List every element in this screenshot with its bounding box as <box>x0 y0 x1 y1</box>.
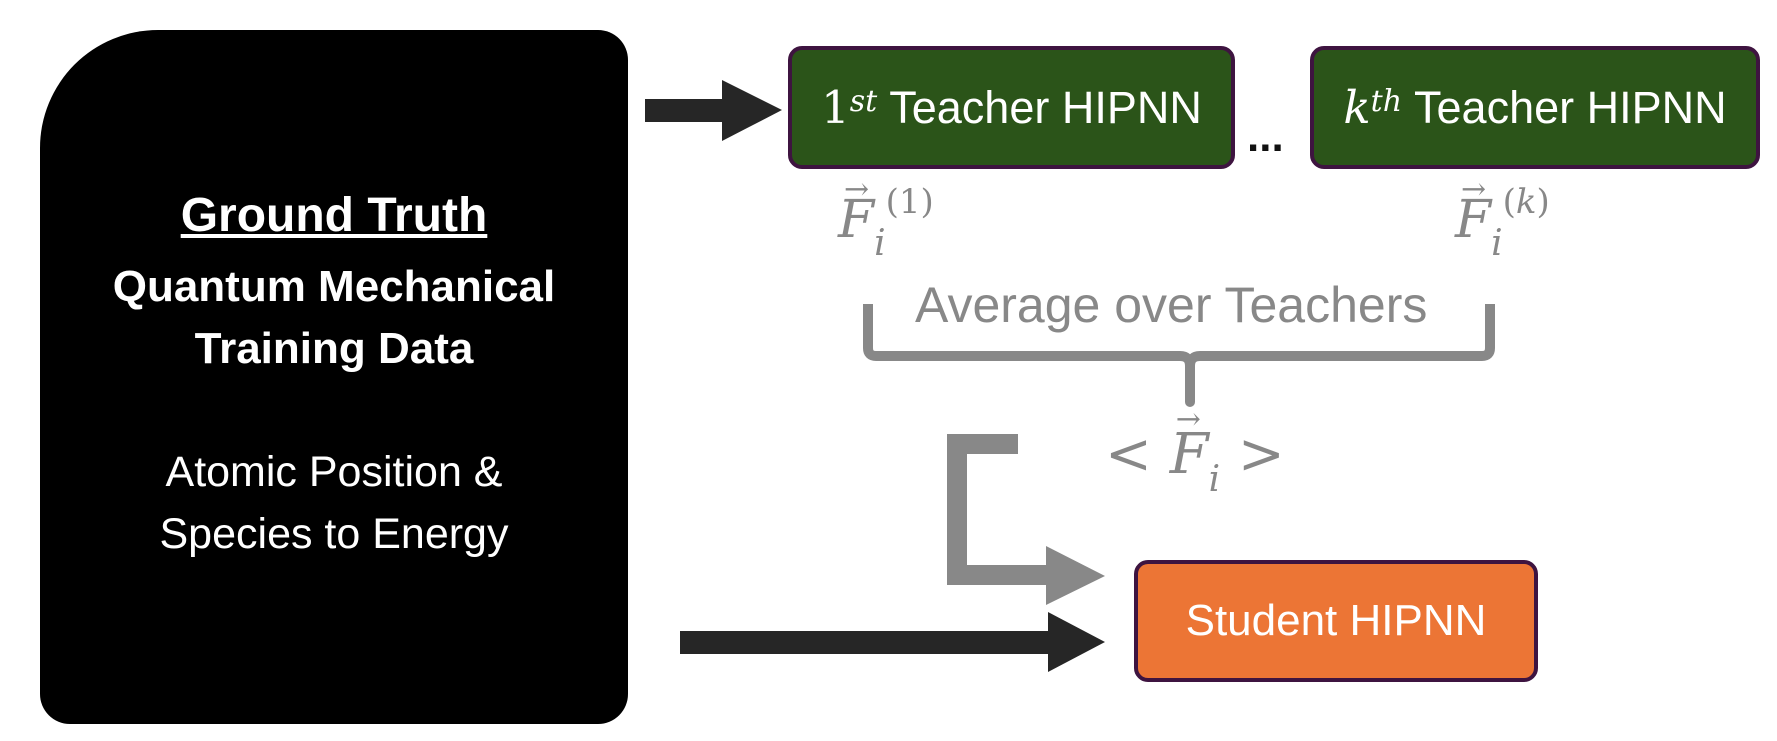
first-teacher-label: Teacher HIPNN <box>889 81 1202 133</box>
vector-arrow-icon: → <box>844 172 870 207</box>
kth-teacher-label: Teacher HIPNN <box>1414 81 1727 133</box>
force-superscript-open: ( <box>1502 182 1516 222</box>
first-teacher-index: 1 <box>821 81 850 134</box>
average-open-bracket: < <box>1105 422 1152 487</box>
average-close-bracket: > <box>1237 422 1285 487</box>
average-force-arrow <box>947 434 1105 605</box>
average-force: < F→i > <box>1105 402 1285 500</box>
ground-truth-line-1: Quantum Mechanical <box>112 262 556 311</box>
force-superscript: (1) <box>885 182 934 222</box>
force-superscript-close: ) <box>1536 182 1550 222</box>
ground-truth-line-2: Training Data <box>194 324 474 373</box>
force-subscript: i <box>1491 223 1503 264</box>
teacher-ellipsis: ... <box>1247 112 1284 161</box>
force-superscript-variable: k <box>1515 182 1537 222</box>
force-symbol: F <box>838 190 875 250</box>
kth-teacher-index: k <box>1343 81 1371 134</box>
force-superscript: (k) <box>1503 182 1550 222</box>
force-symbol: F <box>1169 422 1209 487</box>
vector-arrow-icon: → <box>1461 172 1487 207</box>
average-brace <box>863 304 1495 407</box>
force-symbol: F <box>1455 190 1492 250</box>
force-subscript: i <box>874 223 886 264</box>
first-teacher-superscript: st <box>849 84 878 119</box>
first-teacher-force: F→i(1) <box>838 172 934 264</box>
vector-arrow-icon: → <box>1175 402 1201 437</box>
average-over-teachers-label: Average over Teachers <box>915 277 1428 333</box>
ground-truth-title: Ground Truth <box>180 189 488 242</box>
kth-teacher-force: F→i(k) <box>1455 172 1550 264</box>
ground-truth-box <box>40 30 628 724</box>
student-label: Student HIPNN <box>1185 596 1487 645</box>
kth-teacher-superscript: th <box>1370 84 1403 119</box>
ground-truth-line-3: Atomic Position & <box>165 448 503 496</box>
arrow-to-first-teacher <box>645 80 782 141</box>
student-hipnn-box: Student HIPNN <box>1134 560 1538 682</box>
force-subscript: i <box>1208 459 1221 500</box>
ground-truth-line-4: Species to Energy <box>159 510 509 558</box>
arrow-to-student <box>680 612 1105 672</box>
